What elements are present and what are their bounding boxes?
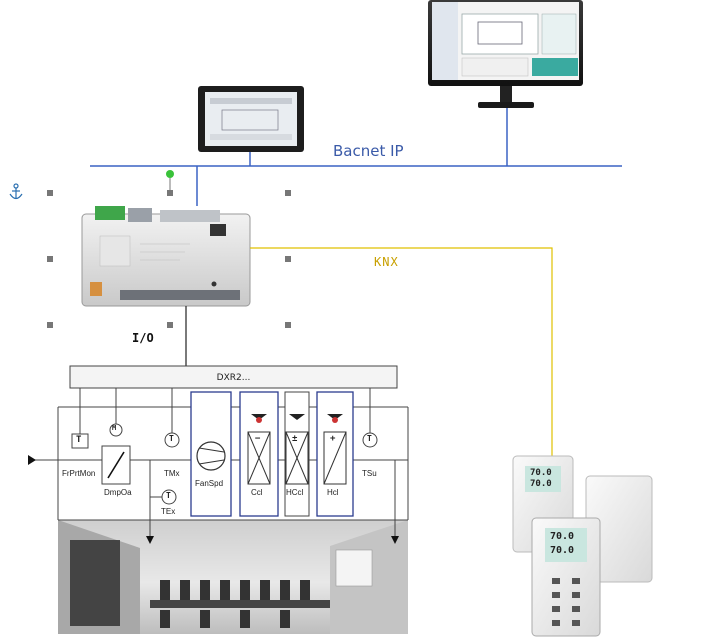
frprtmon-sensor [71, 433, 89, 449]
damper-actuator [101, 423, 131, 485]
workstation-monitor [428, 0, 583, 108]
knx-bus-line [250, 247, 553, 464]
tsu-label: TSu [362, 469, 377, 478]
dmpoa-label: DmpOa [104, 488, 132, 497]
frprtmon-symbol: T [76, 435, 82, 445]
heat-recovery-coil [284, 391, 310, 517]
touch-panel [198, 86, 304, 152]
hcl-label: Hcl [327, 488, 339, 497]
tmx-sensor [164, 432, 180, 448]
ccl-label: Ccl [251, 488, 263, 497]
dxr-bus-label: DXR2... [216, 373, 251, 383]
hcl-plus-symbol: + [330, 434, 336, 444]
damper-motor-symbol: M [112, 424, 117, 432]
knx-label: KNX [374, 255, 399, 269]
dxr-bus-bar [69, 365, 398, 389]
tex-symbol: T [166, 491, 171, 500]
hccl-pm-symbol: ± [292, 434, 298, 444]
tsu-symbol: T [367, 434, 372, 443]
room-photo [58, 520, 408, 634]
selection-handles [47, 190, 291, 328]
heating-coil [316, 391, 354, 517]
cooling-coil [239, 391, 279, 517]
tmx-label: TMx [164, 469, 180, 478]
tex-sensor [161, 489, 177, 505]
hccl-label: HCcl [286, 488, 304, 497]
fanspd-label: FanSpd [195, 479, 224, 488]
tsu-sensor [362, 432, 378, 448]
io-label: I/O [132, 331, 154, 345]
tmx-symbol: T [169, 434, 174, 443]
tex-label: TEx [161, 507, 176, 516]
thermostat-top-reading-1: 70.0 [530, 468, 552, 478]
controller-device [81, 206, 251, 307]
fan-unit [190, 391, 232, 517]
ccl-minus-symbol: − [255, 434, 261, 444]
thermostat-front-reading-2: 70.0 [550, 545, 575, 556]
thermostat-top-reading-2: 70.0 [530, 479, 552, 489]
room-thermostat-front [531, 517, 601, 637]
bacnet-ip-label: Bacnet IP [333, 142, 404, 160]
thermostat-front-reading-1: 70.0 [550, 531, 575, 542]
anchor-icon [9, 183, 23, 200]
frprtmon-label: FrPrtMon [62, 469, 96, 478]
rotation-handle [166, 170, 174, 178]
